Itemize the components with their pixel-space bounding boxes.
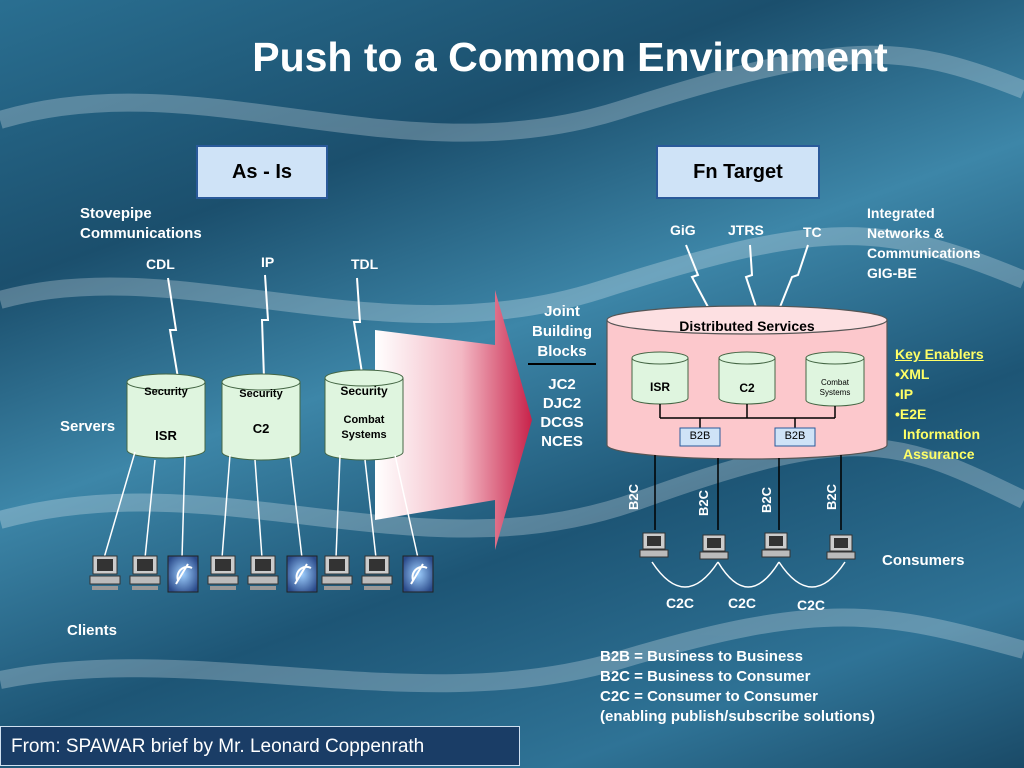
- key-enablers: Key Enablers •XML •IP •E2E Information A…: [895, 346, 984, 462]
- link-label-ip: IP: [261, 254, 275, 270]
- client-pc-icon: [321, 555, 353, 590]
- consumers-label: Consumers: [882, 552, 965, 569]
- client-pc-icon: [129, 555, 161, 590]
- server-isr-security: Security: [144, 386, 188, 398]
- server-c2-security: Security: [239, 388, 283, 400]
- c2c-label: C2C: [666, 595, 695, 611]
- as-is-header: As - Is: [196, 145, 328, 199]
- client-dish-icon: [167, 555, 199, 593]
- link-label-cdl: CDL: [146, 256, 175, 272]
- c2c-label: C2C: [797, 597, 826, 613]
- client-dish-icon: [286, 555, 318, 593]
- client-pc-icon: [89, 555, 121, 590]
- link-label-tdl: TDL: [351, 256, 379, 272]
- b2b-connectors: [659, 404, 836, 428]
- consumers: [639, 532, 856, 560]
- client-pc-icon: [247, 555, 279, 590]
- client-pc-icon: [207, 555, 239, 590]
- b2b-box: [679, 427, 721, 447]
- fn-target-header: Fn Target: [656, 145, 820, 199]
- as-is-clients: [89, 555, 434, 593]
- client-dish-icon: [402, 555, 434, 593]
- b2b-box: [774, 427, 816, 447]
- link-label-tc: TC: [803, 224, 822, 240]
- b2c-label: B2C: [759, 486, 774, 513]
- b2c-label: B2C: [696, 489, 711, 516]
- servers-label: Servers: [60, 418, 116, 435]
- link-label-gig: GiG: [670, 222, 696, 238]
- b2b-label: B2B: [784, 430, 806, 442]
- server-combat-security: Security: [340, 384, 388, 398]
- legend: B2B = Business to Business B2C = Busines…: [600, 648, 876, 725]
- server-isr-name: ISR: [155, 428, 177, 443]
- page-title: Push to a Common Environment: [252, 34, 888, 80]
- consumer-pc-icon: [639, 532, 669, 558]
- service-combat-systems: Combat Systems: [819, 378, 851, 397]
- as-is-server-cylinders: [126, 369, 404, 461]
- as-is-client-lines: [103, 451, 419, 559]
- service-c2: C2: [739, 381, 755, 395]
- service-isr: ISR: [649, 380, 670, 394]
- service-cylinders: [631, 351, 865, 407]
- b2c-label: B2C: [626, 483, 641, 510]
- b2c-lines: [654, 455, 842, 530]
- distributed-services-label: Distributed Services: [679, 318, 815, 334]
- key-enablers-title: Key Enablers: [895, 346, 984, 362]
- clients-label: Clients: [67, 622, 118, 639]
- client-pc-icon: [361, 555, 393, 590]
- transition-arrow: [375, 290, 532, 550]
- c2c-arcs: [651, 561, 846, 588]
- b2c-label: B2C: [824, 483, 839, 510]
- server-c2-name: C2: [252, 421, 270, 436]
- consumer-pc-icon: [826, 534, 856, 560]
- fn-target-links: [685, 244, 809, 308]
- b2b-label: B2B: [689, 430, 711, 442]
- consumer-pc-icon: [699, 534, 729, 560]
- link-label-jtrs: JTRS: [728, 222, 764, 238]
- source-footer: From: SPAWAR brief by Mr. Leonard Coppen…: [0, 726, 520, 766]
- c2c-label: C2C: [728, 595, 757, 611]
- as-is-links: [167, 274, 363, 379]
- server-combat-name: Combat Systems: [341, 414, 387, 441]
- consumer-pc-icon: [761, 532, 791, 558]
